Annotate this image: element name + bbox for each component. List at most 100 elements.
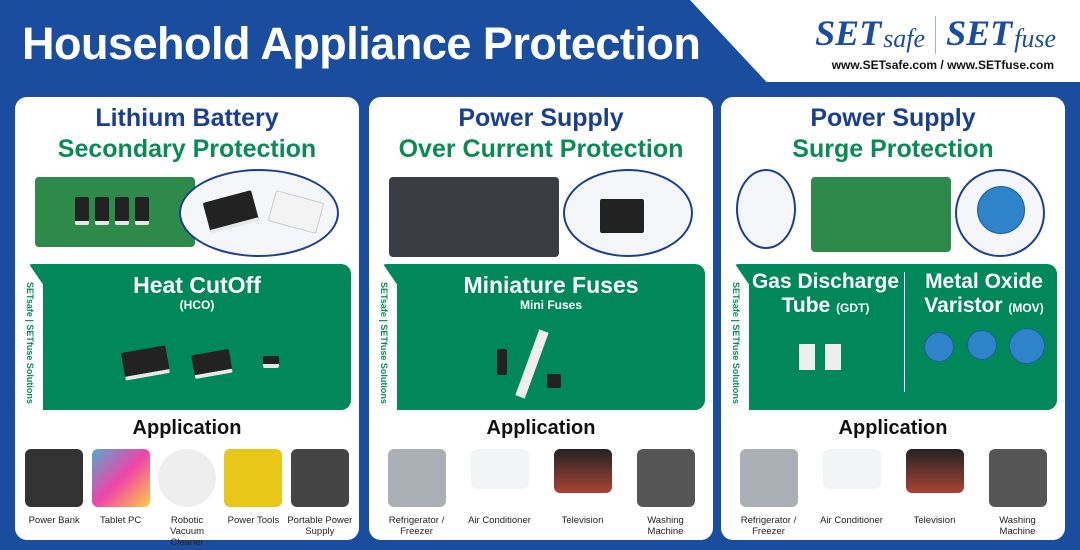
application-list: Power Bank Tablet PC Robotic Vacuum Clea… [21,449,353,548]
fuse-image [497,349,507,375]
app-label: Television [561,515,604,526]
product-photo [384,169,698,259]
logo-area [750,0,1080,82]
app-television: Television [549,449,617,537]
app-label: Washing Machine [647,515,684,537]
gdt-name: Gas Discharge Tube [751,270,900,317]
app-label: Robotic Vacuum Cleaner [169,515,205,548]
product-photo [30,169,344,259]
product-subtitle: Mini Fuses [519,298,582,312]
app-portable-power: Portable Power Supply [287,449,353,548]
application-list: Refrigerator / Freezer Air Conditioner T… [727,449,1059,537]
washing-machine-image [636,449,695,507]
washing-machine-image [988,449,1047,507]
app-washing-machine: Washing Machine [984,449,1052,537]
side-label: SETsafe | SETfuse Solutions [379,282,389,404]
surge-board-image [811,177,951,252]
television-image [905,449,964,493]
product-subtitle: (HCO) [179,298,215,312]
magnified-gdt-image [736,169,796,249]
app-label: Power Bank [28,515,80,526]
product-box-fuses: SETsafe | SETfuse Solutions Miniature Fu… [377,264,705,410]
app-air-conditioner: Air Conditioner [818,449,886,537]
product-box-surge: SETsafe | SETfuse Solutions Gas Discharg… [729,264,1057,410]
app-label: Tablet PC [100,515,142,526]
application-list: Refrigerator / Freezer Air Conditioner T… [375,449,707,537]
app-label: Refrigerator / Freezer [740,515,797,537]
product-name: Heat CutOff [133,272,261,298]
logo-setfuse-small: fuse [1014,24,1056,53]
magnified-hco-image [179,169,339,257]
website-urls: www.SETsafe.com / www.SETfuse.com [831,58,1054,72]
logo-setfuse-big: SET [946,13,1013,53]
app-label: Air Conditioner [820,515,883,526]
power-bank-image [25,449,84,507]
mov-image [1009,328,1045,364]
application-heading: Application [132,417,242,439]
hco-chip-image [263,356,279,368]
power-board-image [389,177,559,257]
hco-chip-image [191,348,233,380]
panel-title-line2: Surge Protection [792,135,994,163]
app-label: Television [913,515,956,526]
panel-title-line2: Secondary Protection [57,135,317,163]
page-title: Household Appliance Protection [22,18,701,69]
app-refrigerator: Refrigerator / Freezer [383,449,451,537]
fuse-image [515,329,549,399]
magnified-mov-image [955,169,1045,257]
gdt-abbr: (GDT) [836,301,870,315]
application-heading: Application [838,417,948,439]
app-television: Television [901,449,969,537]
app-label: Power Tools [227,515,280,526]
app-robot-vacuum: Robotic Vacuum Cleaner [154,449,220,548]
mov-title: Metal Oxide Varistor (MOV) [909,270,1059,320]
product-box-hco: SETsafe | SETfuse Solutions Heat CutOff … [23,264,351,410]
robot-vacuum-image [158,449,217,507]
refrigerator-image [739,449,798,507]
app-power-bank: Power Bank [21,449,87,548]
portable-power-image [290,449,349,507]
product-photo [736,169,1050,259]
gdt-image [825,344,841,370]
hco-chip-image [120,345,171,381]
app-label: Washing Machine [999,515,1036,537]
app-label: Portable Power Supply [287,515,353,537]
mov-image [967,330,997,360]
product-name: Miniature Fuses [463,272,639,298]
magnified-fuse-image [563,169,693,257]
logo-setsafe-small: safe [883,24,926,53]
mov-name: Metal Oxide Varistor [924,270,1043,317]
app-air-conditioner: Air Conditioner [466,449,534,537]
television-image [553,449,612,493]
app-refrigerator: Refrigerator / Freezer [735,449,803,537]
panel-title-line2: Over Current Protection [398,135,684,163]
lawn-mower-image [224,449,283,507]
side-label: SETsafe | SETfuse Solutions [731,282,741,404]
logo-divider [935,16,937,54]
air-conditioner-image [470,449,529,489]
mov-image [924,332,954,362]
logo-setsafe-big: SET [815,13,882,53]
gdt-title: Gas Discharge Tube (GDT) [743,270,908,320]
app-washing-machine: Washing Machine [632,449,700,537]
side-label: SETsafe | SETfuse Solutions [25,282,35,404]
tablet-image [91,449,150,507]
app-label: Air Conditioner [468,515,531,526]
app-power-tools: Power Tools [220,449,286,548]
fuse-image [547,374,561,388]
air-conditioner-image [822,449,881,489]
refrigerator-image [387,449,446,507]
application-heading: Application [486,417,596,439]
app-tablet: Tablet PC [87,449,153,548]
panel-title-line1: Power Supply [810,104,976,132]
gdt-image [799,344,815,370]
panel-title-line1: Lithium Battery [95,104,279,132]
divider [904,272,905,392]
